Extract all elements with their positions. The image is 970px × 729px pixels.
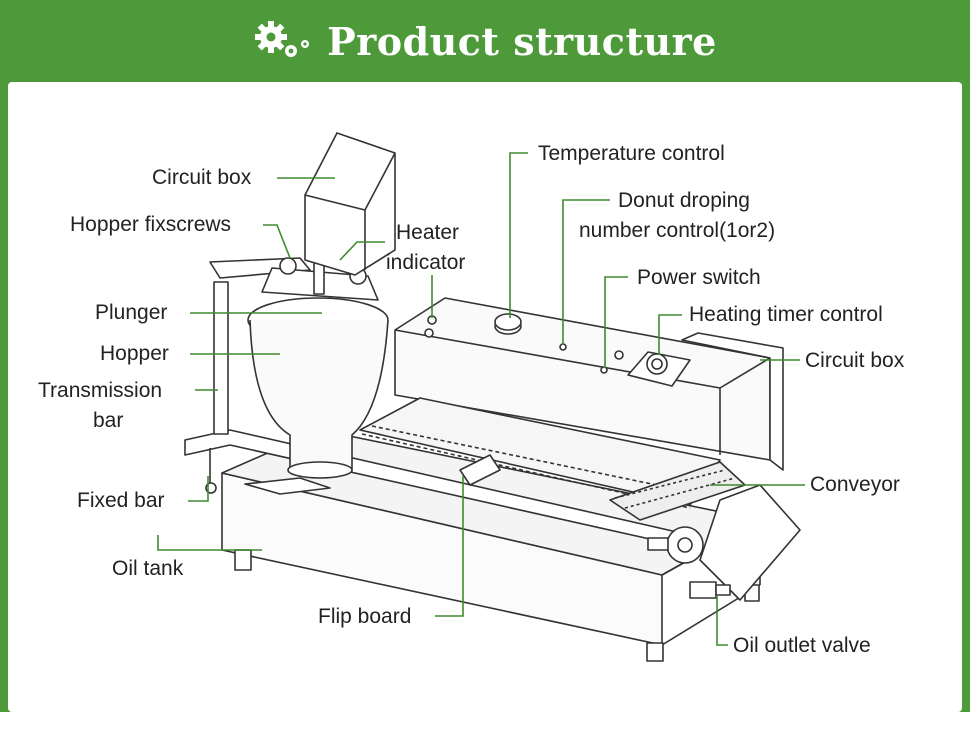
label-hopper: Hopper [100,342,169,365]
gears-icon [255,21,310,57]
page-title: Product structure [327,18,717,64]
label-hopper-fixscrews: Hopper fixscrews [70,213,232,236]
circuit-box-top-shape [304,132,396,276]
label-circuit-box-left: Circuit box [152,166,252,189]
label-oil-tank: Oil tank [112,557,184,580]
label-heater-indicator-line1: Heater [396,221,460,244]
label-circuit-box-right: Circuit box [805,349,905,372]
label-conveyor: Conveyor [810,473,900,496]
label-oil-outlet-valve: Oil outlet valve [733,634,871,657]
label-transmission-bar-line2: bar [93,409,124,432]
label-heating-timer-control: Heating timer control [689,303,883,326]
label-donut-droping-line2: number control(1or2) [579,219,776,242]
label-transmission-bar-line1: Transmission [38,379,163,402]
label-temperature-control: Temperature control [538,142,725,165]
label-heater-indicator-line2: indicator [386,251,466,274]
label-plunger: Plunger [95,301,168,324]
bottom-strip [0,712,970,729]
label-donut-droping-line1: Donut droping [618,189,750,212]
label-power-switch: Power switch [637,266,761,289]
conveyor-shape [359,397,721,506]
header-bar: Product structure [0,0,970,82]
label-fixed-bar: Fixed bar [77,489,165,512]
label-flip-board: Flip board [318,605,412,628]
